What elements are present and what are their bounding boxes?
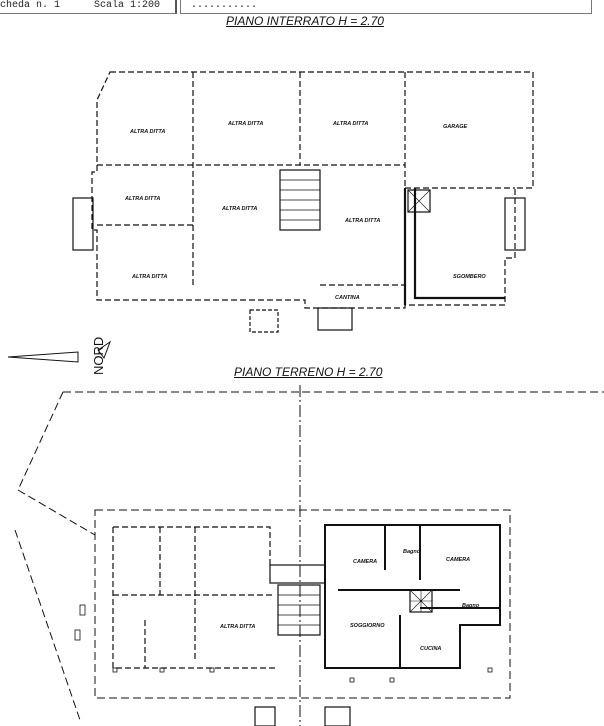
room-label: SOGGIORNO [350,623,385,629]
ground-floor-title: PIANO TERRENO H = 2.70 [234,365,383,379]
room-label: ALTRA DITTA [129,129,165,135]
room-label: Bagno [462,603,480,609]
north-label: NORD [91,337,106,375]
room-label: CANTINA [335,295,360,301]
scale-label: Scala 1:200 [94,0,161,11]
room-label: ALTRA DITTA [124,196,160,202]
room-label: CAMERA [446,557,470,563]
sheet-header: cheda n. 1 Scala 1:200 [0,0,177,14]
sheet-number: cheda n. 1 [0,0,61,11]
room-label: Bagno [403,549,421,555]
room-label: ALTRA DITTA [227,121,263,127]
header-field: ........... [180,0,592,14]
basement-title: PIANO INTERRATO H = 2.70 [226,14,384,28]
room-label: ALTRA DITTA [219,624,255,630]
room-label: GARAGE [443,124,467,130]
room-label: ALTRA DITTA [221,206,257,212]
room-label: ALTRA DITTA [344,218,380,224]
room-label: SGOMBERO [453,274,486,280]
room-label: ALTRA DITTA [131,274,167,280]
header-field-text: ........... [191,0,258,11]
room-label: CUCINA [420,646,441,652]
room-label: ALTRA DITTA [332,121,368,127]
room-label: CAMERA [353,559,377,565]
